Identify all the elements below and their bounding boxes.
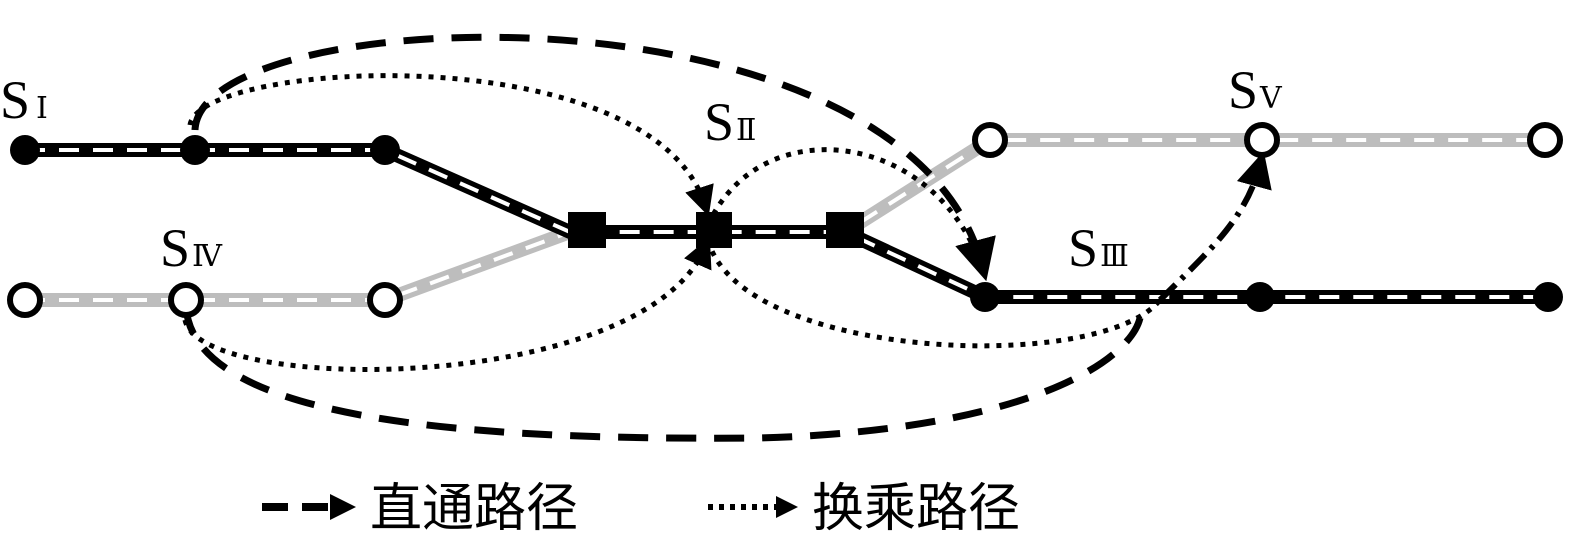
transfer-path-to-s5: [1157, 151, 1272, 303]
station-node: [370, 135, 400, 165]
shared-station-node: [826, 212, 864, 248]
station-s2-label: SⅡ: [704, 92, 756, 152]
shared-stations: [568, 212, 864, 248]
shared-station-node: [568, 212, 606, 248]
station-node: [10, 135, 40, 165]
station-node: [1245, 282, 1275, 312]
station-node: [367, 282, 403, 318]
legend-transfer-label: 换乘路径: [812, 479, 1020, 539]
station-s4-label: SⅣ: [160, 218, 223, 278]
legend-direct-label: 直通路径: [370, 479, 578, 539]
station-s4-node: [168, 282, 204, 318]
direct-path-s1-to-s3: [191, 33, 996, 282]
transfer-path-s1-to-s2: [187, 73, 714, 217]
station-node: [970, 282, 1000, 312]
station-node: [972, 122, 1008, 158]
station-s1-node: [180, 135, 210, 165]
black-line: [25, 143, 1548, 304]
station-node: [1533, 282, 1563, 312]
station-s2-node: [696, 212, 732, 248]
direct-paths: [182, 33, 1144, 442]
gray-line-stations: [7, 122, 1563, 318]
station-s5-node: [1244, 122, 1280, 158]
legend: 直通路径 换乘路径: [262, 479, 1020, 539]
transfer-path-s2-to-s5: [705, 239, 1162, 349]
station-node: [7, 282, 43, 318]
station-s5-label: SⅤ: [1228, 60, 1283, 120]
legend-transfer-symbol: [708, 496, 798, 518]
transfer-path-s4-to-s2: [182, 237, 712, 372]
station-node: [1527, 122, 1563, 158]
station-s3-label: SⅢ: [1068, 218, 1129, 278]
gray-line: [25, 133, 1545, 307]
direct-path-s4-to-s3: [182, 304, 1144, 442]
legend-direct-symbol: [262, 494, 356, 520]
black-line-stations: [10, 135, 1563, 312]
transfer-paths: [182, 73, 1272, 372]
